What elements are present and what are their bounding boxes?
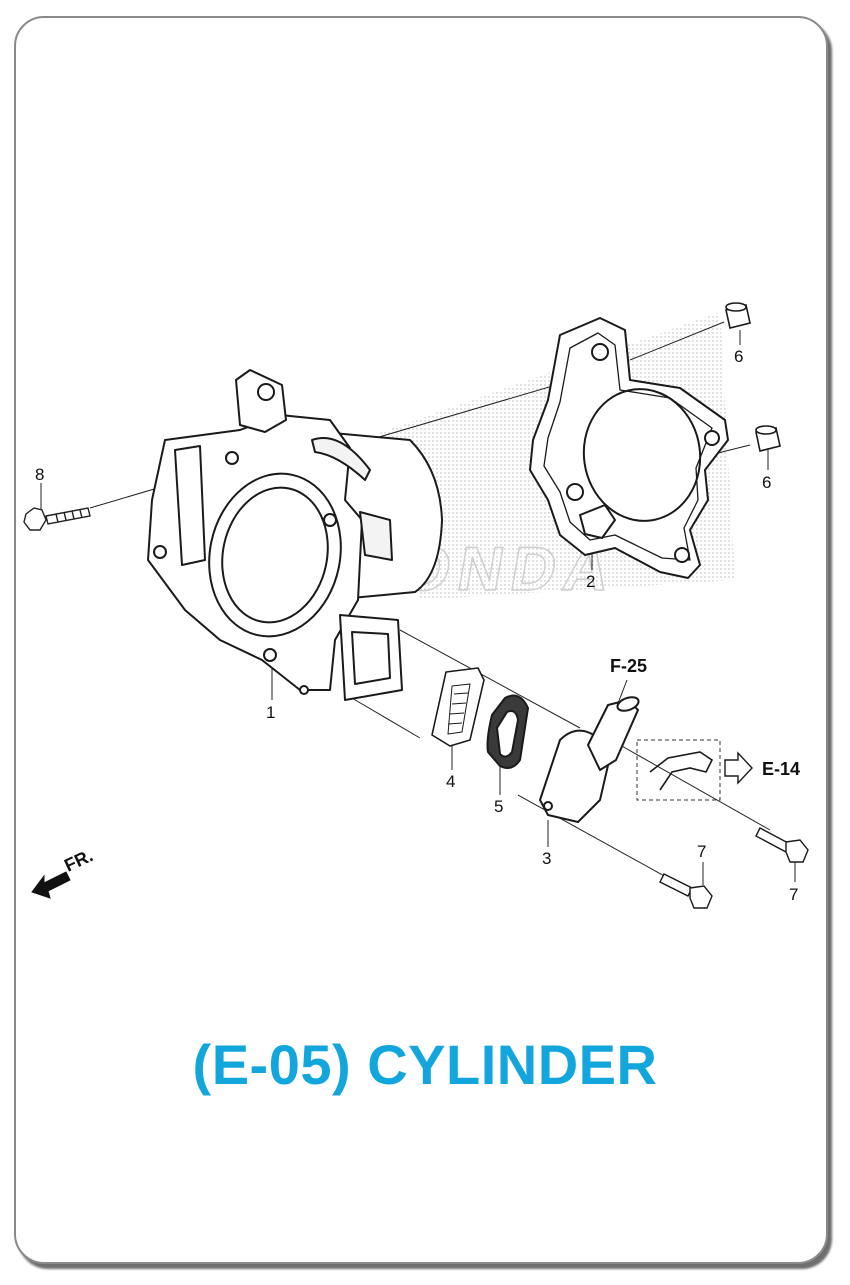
page-title: (E-05) CYLINDER	[192, 1033, 658, 1096]
front-label: FR.	[61, 845, 96, 875]
callout-part-3: 3	[542, 849, 551, 868]
callout-part-8: 8	[35, 465, 44, 484]
arrow-front-icon	[31, 871, 71, 899]
callout-part-2: 2	[586, 572, 595, 591]
reference-f25[interactable]: F-25	[610, 656, 647, 676]
callout-part-7-right: 7	[789, 885, 798, 904]
callout-part-5: 5	[494, 797, 503, 816]
part-8-bolt	[23, 507, 91, 531]
part-1-cylinder-block	[147, 369, 443, 701]
diagram-card	[14, 16, 828, 1264]
part-6-dowel-pin-lower	[755, 425, 781, 452]
callout-part-1: 1	[266, 703, 275, 722]
part-3-cover	[539, 696, 640, 823]
callout-part-6-upper: 6	[734, 347, 743, 366]
front-direction-marker: FR.	[31, 845, 96, 899]
reference-e14[interactable]: E-14	[762, 759, 800, 779]
part-4-guide	[431, 667, 485, 747]
part-7-bolt-right	[755, 827, 809, 863]
part-2-gasket	[529, 317, 729, 579]
part-5-gasket	[486, 694, 529, 769]
callout-numbers: 8 6 6 2 1 4 5 3 7 7	[35, 347, 798, 904]
leader-lines	[40, 321, 796, 885]
callout-part-7-lower: 7	[697, 842, 706, 861]
callout-part-6-lower: 6	[762, 473, 771, 492]
part-7-bolt-lower	[659, 873, 713, 909]
callout-part-4: 4	[446, 772, 455, 791]
clamp-detail-box	[636, 739, 753, 801]
section-references: F-25 E-14	[610, 656, 800, 779]
part-6-dowel-pin-upper	[725, 302, 751, 329]
arrow-right-icon	[724, 751, 753, 785]
